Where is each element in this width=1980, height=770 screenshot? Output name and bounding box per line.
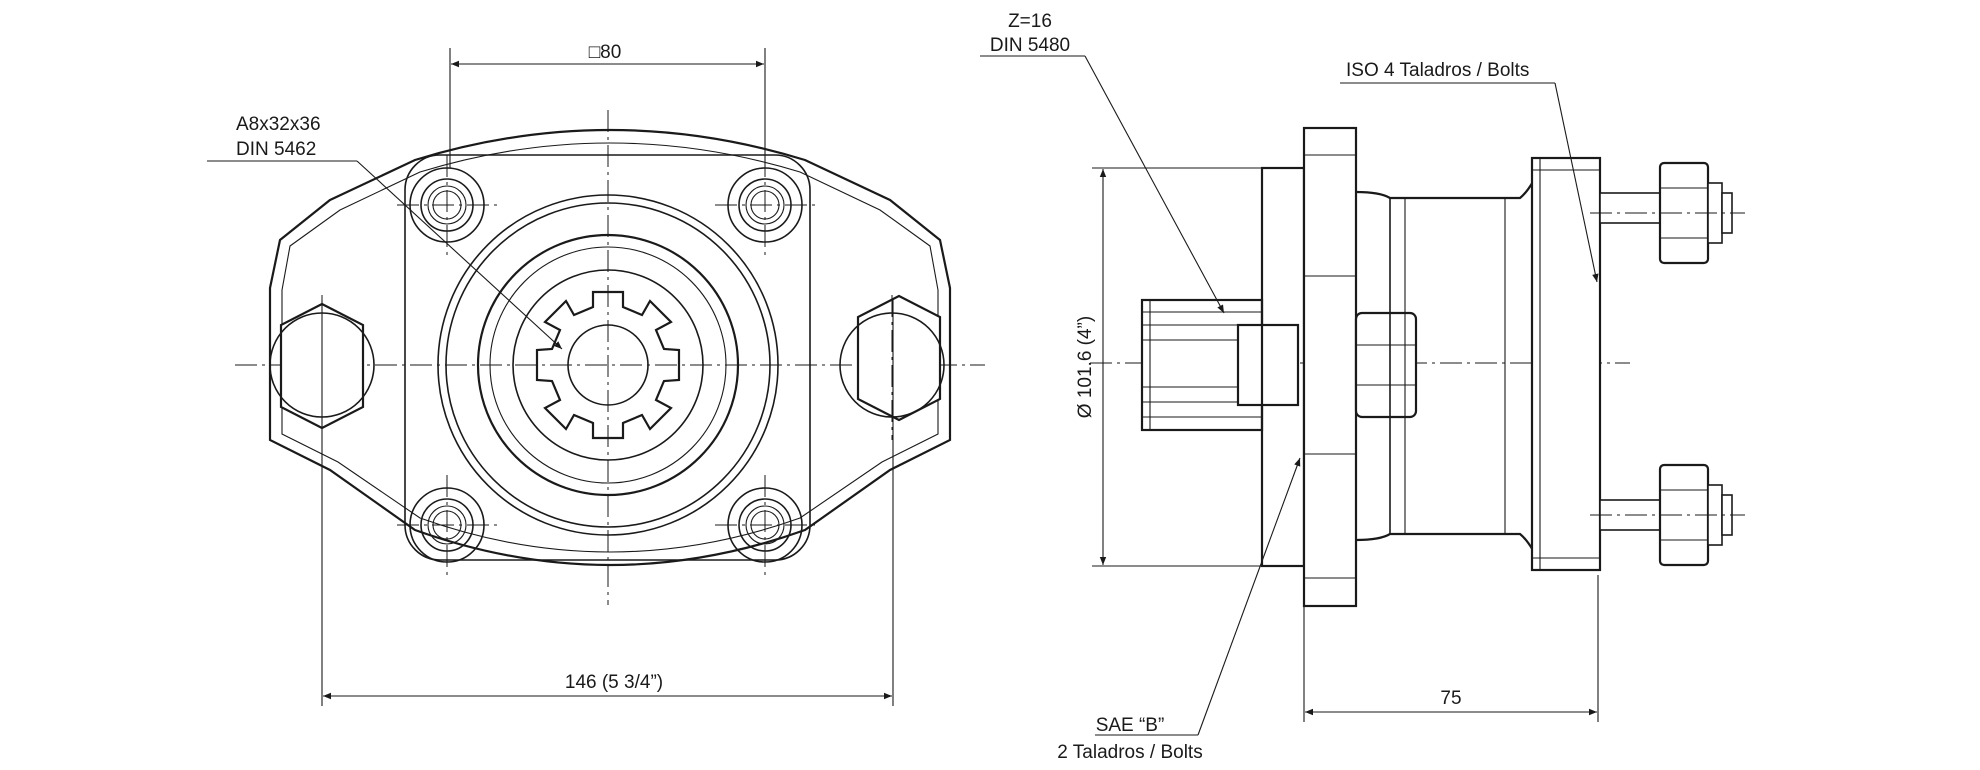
spline-callout-line2: DIN 5480: [990, 35, 1070, 56]
rear-bolt-top: [1590, 161, 1745, 265]
side-spline-shaft: [1140, 298, 1300, 432]
bolt-holes-small: [397, 155, 815, 575]
flange-callout-line2: 2 Taladros / Bolts: [1057, 742, 1202, 763]
dim-length-label: 75: [1440, 688, 1461, 709]
dim-width-label: 146 (5 3/4”): [565, 672, 663, 693]
dim-pilot-label: Ø 101.6 (4”): [1075, 316, 1096, 418]
spline-callout: Z=16 DIN 5480: [980, 11, 1225, 314]
shaft-callout: A8x32x36 DIN 5462: [207, 114, 563, 350]
dim-square-80: □80: [449, 42, 766, 168]
flange-callout: SAE “B” 2 Taladros / Bolts: [1057, 457, 1301, 763]
flange-callout-line1: SAE “B”: [1096, 715, 1165, 736]
flange-outline: [268, 128, 952, 567]
shaft-callout-line1: A8x32x36: [236, 114, 321, 135]
rear-plate: [1530, 156, 1602, 572]
spline-callout-line1: Z=16: [1008, 11, 1052, 32]
dim-square-label: □80: [589, 42, 622, 63]
shaft-callout-line2: DIN 5462: [236, 139, 316, 160]
dim-width-146: 146 (5 3/4”): [321, 300, 894, 706]
spline-shaft: [535, 290, 681, 440]
body-barrel: [1355, 167, 1542, 565]
bolts-callout-label: ISO 4 Taladros / Bolts: [1346, 60, 1529, 81]
rear-bolt-bottom: [1590, 463, 1745, 567]
side-bolt-heads: [269, 294, 945, 440]
dim-length-75: 75: [1303, 575, 1599, 722]
bolts-callout: ISO 4 Taladros / Bolts: [1340, 60, 1599, 283]
front-view: □80 146 (5 3/4”) A8x32x36 DIN 5462: [207, 42, 985, 706]
side-view: Ø 101.6 (4”) 75 Z=16 DIN 5480 ISO 4 Tala…: [980, 11, 1745, 763]
flange-nut: [1354, 311, 1418, 419]
side-flange: [1302, 126, 1358, 608]
dim-pilot-diameter: Ø 101.6 (4”): [1075, 167, 1262, 567]
